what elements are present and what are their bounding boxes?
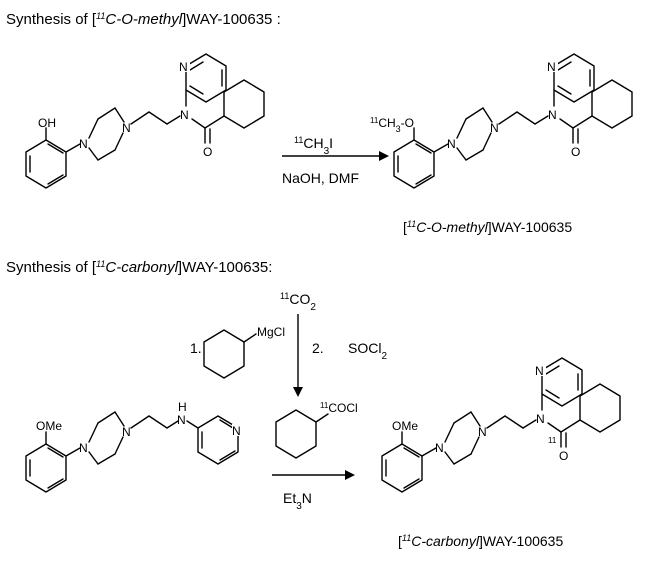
methoxy-label: 11CH3-O bbox=[370, 116, 414, 135]
amide-n-label: N bbox=[548, 108, 557, 122]
pyridine-n-label: N bbox=[547, 60, 556, 74]
mgcl-label: MgCl bbox=[257, 325, 285, 339]
pyridine-n-label: N bbox=[179, 60, 188, 74]
reaction-arrow-1: 11CH3I NaOH, DMF bbox=[282, 135, 389, 186]
product1-name: [11C-O-methyl]WAY-100635 bbox=[403, 219, 572, 235]
carbonyl-o-label: O bbox=[559, 449, 568, 463]
methoxy-label: OMe bbox=[36, 419, 62, 433]
product2-name: [11C-carbonyl]WAY-100635 bbox=[398, 533, 563, 549]
reactant-phenol-way: OH N N N N O bbox=[25, 53, 265, 189]
base-et3n: Et3N bbox=[283, 490, 312, 512]
scheme1-title: Synthesis of [11C-O-methyl]WAY-100635 : bbox=[6, 11, 281, 28]
hydroxyl-label: OH bbox=[38, 116, 56, 130]
pyridine-n-label: N bbox=[535, 364, 544, 378]
cocl-label: 11COCl bbox=[320, 401, 358, 416]
reagent-socl2: SOCl2 bbox=[348, 340, 387, 362]
step-1-label: 1. bbox=[190, 340, 202, 356]
piperazine-n1-label: N bbox=[79, 137, 88, 151]
carbonyl-o-label: O bbox=[571, 145, 580, 159]
piperazine-n4-label: N bbox=[122, 121, 131, 135]
step-2-label: 2. bbox=[312, 340, 324, 356]
c11-label: 11 bbox=[548, 436, 557, 445]
amine-n-label: N bbox=[177, 413, 186, 427]
acyl-chloride: 11COCl bbox=[275, 401, 358, 459]
reaction-arrow-2: Et3N bbox=[272, 470, 355, 512]
scheme2-title: Synthesis of [11C-carbonyl]WAY-100635: bbox=[6, 259, 272, 276]
conditions-naoh-dmf: NaOH, DMF bbox=[282, 170, 359, 186]
methoxy-label: OMe bbox=[392, 419, 418, 433]
piperazine-n1-label: N bbox=[435, 441, 444, 455]
reactant-amine-precursor: OMe N N H N N bbox=[25, 400, 243, 493]
amide-n-label: N bbox=[180, 108, 189, 122]
product-carbonyl-way: OMe N N N N 11 O bbox=[381, 357, 621, 493]
piperazine-n4-label: N bbox=[478, 425, 487, 439]
carbonyl-o-label: O bbox=[203, 145, 212, 159]
piperazine-n1-label: N bbox=[79, 441, 88, 455]
reagent-co2: 11CO2 bbox=[280, 291, 316, 313]
cyclohexyl-grignard: MgCl bbox=[203, 325, 285, 379]
piperazine-n4-label: N bbox=[490, 121, 499, 135]
piperazine-n1-label: N bbox=[447, 137, 456, 151]
pyridine-n-label: N bbox=[232, 424, 241, 438]
piperazine-n4-label: N bbox=[122, 425, 131, 439]
product-o-methyl-way: 11CH3-O N N N N O bbox=[370, 53, 633, 189]
amine-h-label: H bbox=[178, 400, 187, 414]
amide-n-label: N bbox=[536, 412, 545, 426]
vertical-arrow bbox=[293, 314, 303, 397]
reagent-methyl-iodide: 11CH3I bbox=[294, 135, 333, 157]
